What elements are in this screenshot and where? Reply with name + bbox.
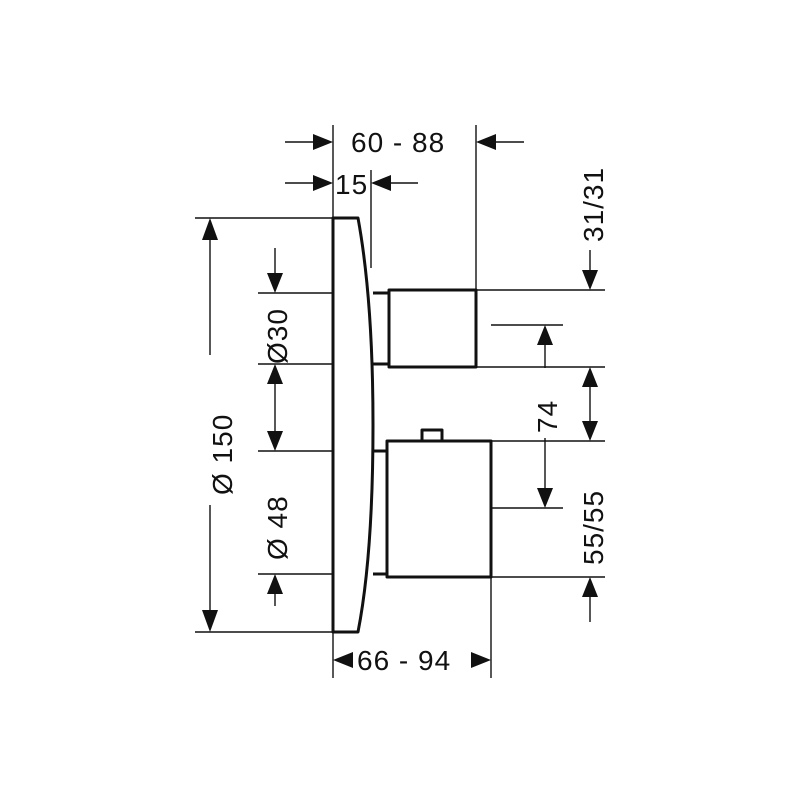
lower-knob-neck bbox=[373, 449, 389, 576]
dim-plate-thickness: 15 bbox=[335, 169, 368, 200]
dim-lower-offset-arrows bbox=[582, 367, 598, 622]
dim-upper-knob-diameter: Ø30 bbox=[262, 308, 293, 364]
extension-lines bbox=[195, 125, 605, 678]
dim-overall-depth-arrows bbox=[285, 134, 524, 150]
dim-upper-offset-arrows bbox=[582, 250, 598, 290]
dim-plate-diameter: Ø 150 bbox=[207, 414, 238, 495]
dim-axis-spacing-arrows bbox=[537, 325, 553, 508]
dim-lower-offset: 55/55 bbox=[578, 490, 609, 565]
dim-lower-knob-diameter: Ø 48 bbox=[262, 495, 293, 560]
dim-lower-depth-arrows bbox=[333, 652, 491, 668]
upper-knob-body bbox=[387, 288, 478, 369]
lower-knob-tab bbox=[420, 428, 444, 443]
dim-lower-knob-diameter-arrows bbox=[267, 384, 283, 606]
dim-upper-offset: 31/31 bbox=[578, 167, 609, 242]
dim-upper-knob-diameter-arrows bbox=[267, 248, 283, 384]
upper-knob-neck bbox=[373, 291, 391, 366]
lower-knob-body bbox=[385, 439, 493, 579]
dim-plate-diameter-arrows bbox=[202, 218, 218, 632]
wall-plate bbox=[331, 216, 375, 634]
dim-lower-depth: 66 - 94 bbox=[357, 645, 451, 676]
dim-axis-spacing: 74 bbox=[532, 400, 563, 433]
dim-overall-depth: 60 - 88 bbox=[351, 127, 445, 158]
dim-plate-thickness-arrows bbox=[285, 175, 418, 191]
